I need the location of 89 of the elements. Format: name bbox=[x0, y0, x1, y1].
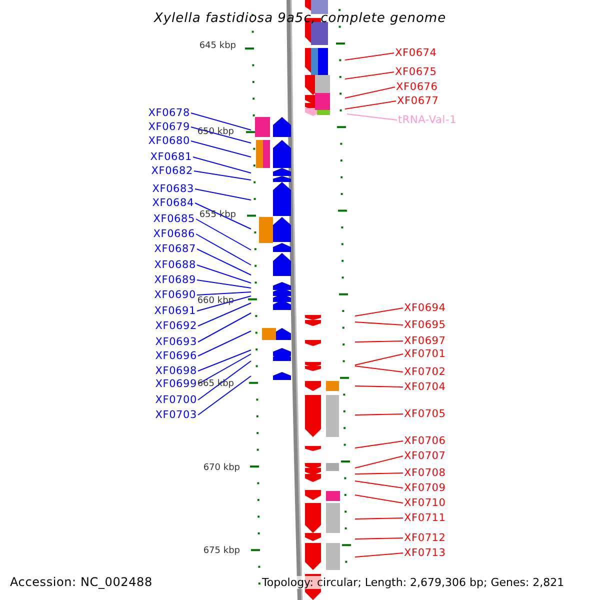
gene-label: XF0688 bbox=[154, 258, 196, 272]
genome-info-text: Topology: circular; Length: 2,679,306 bp; Genes: 2,821 bbox=[262, 576, 564, 588]
leader-line bbox=[194, 202, 252, 230]
leader-line bbox=[196, 264, 252, 284]
gene-label: XF0702 bbox=[404, 366, 446, 378]
gene-label: XF0690 bbox=[154, 288, 196, 302]
leader-line bbox=[354, 414, 404, 416]
gene-label: XF0704 bbox=[404, 380, 446, 394]
gene-label: XF0677 bbox=[397, 94, 439, 108]
gene-label: XF0676 bbox=[396, 80, 438, 94]
map-title: Xylella fastidiosa 9a5c, complete genome bbox=[154, 12, 446, 24]
gene-label: XF0678 bbox=[148, 106, 190, 120]
leader-line bbox=[198, 312, 252, 342]
gene-label: XF0711 bbox=[404, 512, 446, 524]
leader-line bbox=[198, 354, 252, 384]
leader-line bbox=[354, 472, 404, 474]
leader-line bbox=[196, 234, 252, 266]
accession-text: Accession: NC_002488 bbox=[10, 576, 152, 588]
leader-line bbox=[354, 480, 404, 488]
leader-line bbox=[354, 322, 404, 326]
gene-label: XF0675 bbox=[395, 66, 437, 78]
leader-line bbox=[354, 456, 404, 468]
gene-label: XF0710 bbox=[404, 496, 446, 510]
leader-line bbox=[354, 518, 404, 520]
leader-line bbox=[194, 188, 252, 200]
gene-label: XF0709 bbox=[404, 482, 446, 494]
leader-line bbox=[354, 552, 404, 558]
leader-line bbox=[354, 366, 404, 372]
leader-line bbox=[198, 376, 252, 416]
leader-line bbox=[196, 280, 252, 288]
gene-label: XF0683 bbox=[152, 182, 194, 196]
leader-line bbox=[354, 440, 404, 448]
leader-line bbox=[198, 302, 252, 326]
leader-line bbox=[196, 248, 252, 276]
leader-line bbox=[344, 86, 396, 98]
gene-label: XF0708 bbox=[404, 466, 446, 480]
leader-line bbox=[354, 308, 404, 316]
gene-label: XF0692 bbox=[155, 320, 197, 332]
leader-line bbox=[354, 538, 404, 540]
leader-line bbox=[354, 386, 404, 388]
scale-label: 665 kbp bbox=[197, 379, 234, 389]
leader-line bbox=[344, 100, 396, 110]
gene-label: XF0699 bbox=[155, 378, 197, 390]
scale-label: 655 kbp bbox=[199, 210, 236, 220]
gene-label: XF0687 bbox=[154, 242, 196, 256]
gene-label: XF0696 bbox=[155, 350, 197, 362]
gene-label: XF0681 bbox=[150, 150, 192, 164]
gene-label: XF0689 bbox=[154, 274, 196, 286]
gene-label: XF0712 bbox=[404, 532, 446, 544]
scale-label: 675 kbp bbox=[203, 546, 240, 556]
leader-line bbox=[344, 72, 394, 80]
leader-line bbox=[344, 52, 394, 60]
gene-label: XF0679 bbox=[148, 120, 190, 134]
leader-line bbox=[354, 354, 404, 366]
gene-label: XF0685 bbox=[153, 212, 195, 226]
gene-label: XF0703 bbox=[155, 408, 197, 422]
gene-label: XF0706 bbox=[404, 434, 446, 448]
gene-label: XF0686 bbox=[153, 228, 195, 240]
gene-label: XF0713 bbox=[404, 546, 446, 560]
leader-line bbox=[354, 340, 404, 342]
leader-line bbox=[198, 350, 252, 372]
gene-label: XF0705 bbox=[404, 408, 446, 420]
leader-line bbox=[196, 292, 252, 296]
gene-label: XF0674 bbox=[395, 46, 437, 60]
gene-label: XF0691 bbox=[154, 304, 196, 318]
leader-line bbox=[198, 360, 252, 400]
scale-label: 645 kbp bbox=[199, 41, 236, 51]
leader-line bbox=[190, 112, 252, 130]
scale-label: 670 kbp bbox=[203, 463, 240, 473]
leader-line bbox=[198, 330, 252, 356]
gene-label: XF0684 bbox=[152, 196, 194, 210]
gene-label: XF0700 bbox=[155, 394, 197, 406]
leader-line bbox=[190, 140, 252, 158]
gene-label: XF0707 bbox=[404, 450, 446, 462]
gene-label: XF0680 bbox=[148, 134, 190, 148]
leader-line bbox=[346, 114, 398, 120]
leader-line bbox=[354, 494, 404, 504]
gene-label: XF0697 bbox=[404, 334, 446, 348]
leader-line bbox=[196, 218, 252, 250]
gene-label: XF0695 bbox=[404, 318, 446, 332]
gene-label: XF0682 bbox=[151, 164, 193, 178]
leader-line bbox=[194, 170, 252, 180]
gene-label: XF0694 bbox=[404, 302, 446, 314]
leader-line bbox=[192, 156, 252, 174]
gene-label: XF0701 bbox=[404, 348, 446, 360]
leader-line bbox=[190, 126, 252, 144]
gene-label: XF0693 bbox=[155, 336, 197, 348]
gene-label: tRNA-Val-1 bbox=[398, 114, 457, 126]
gene-label: XF0698 bbox=[155, 364, 197, 378]
